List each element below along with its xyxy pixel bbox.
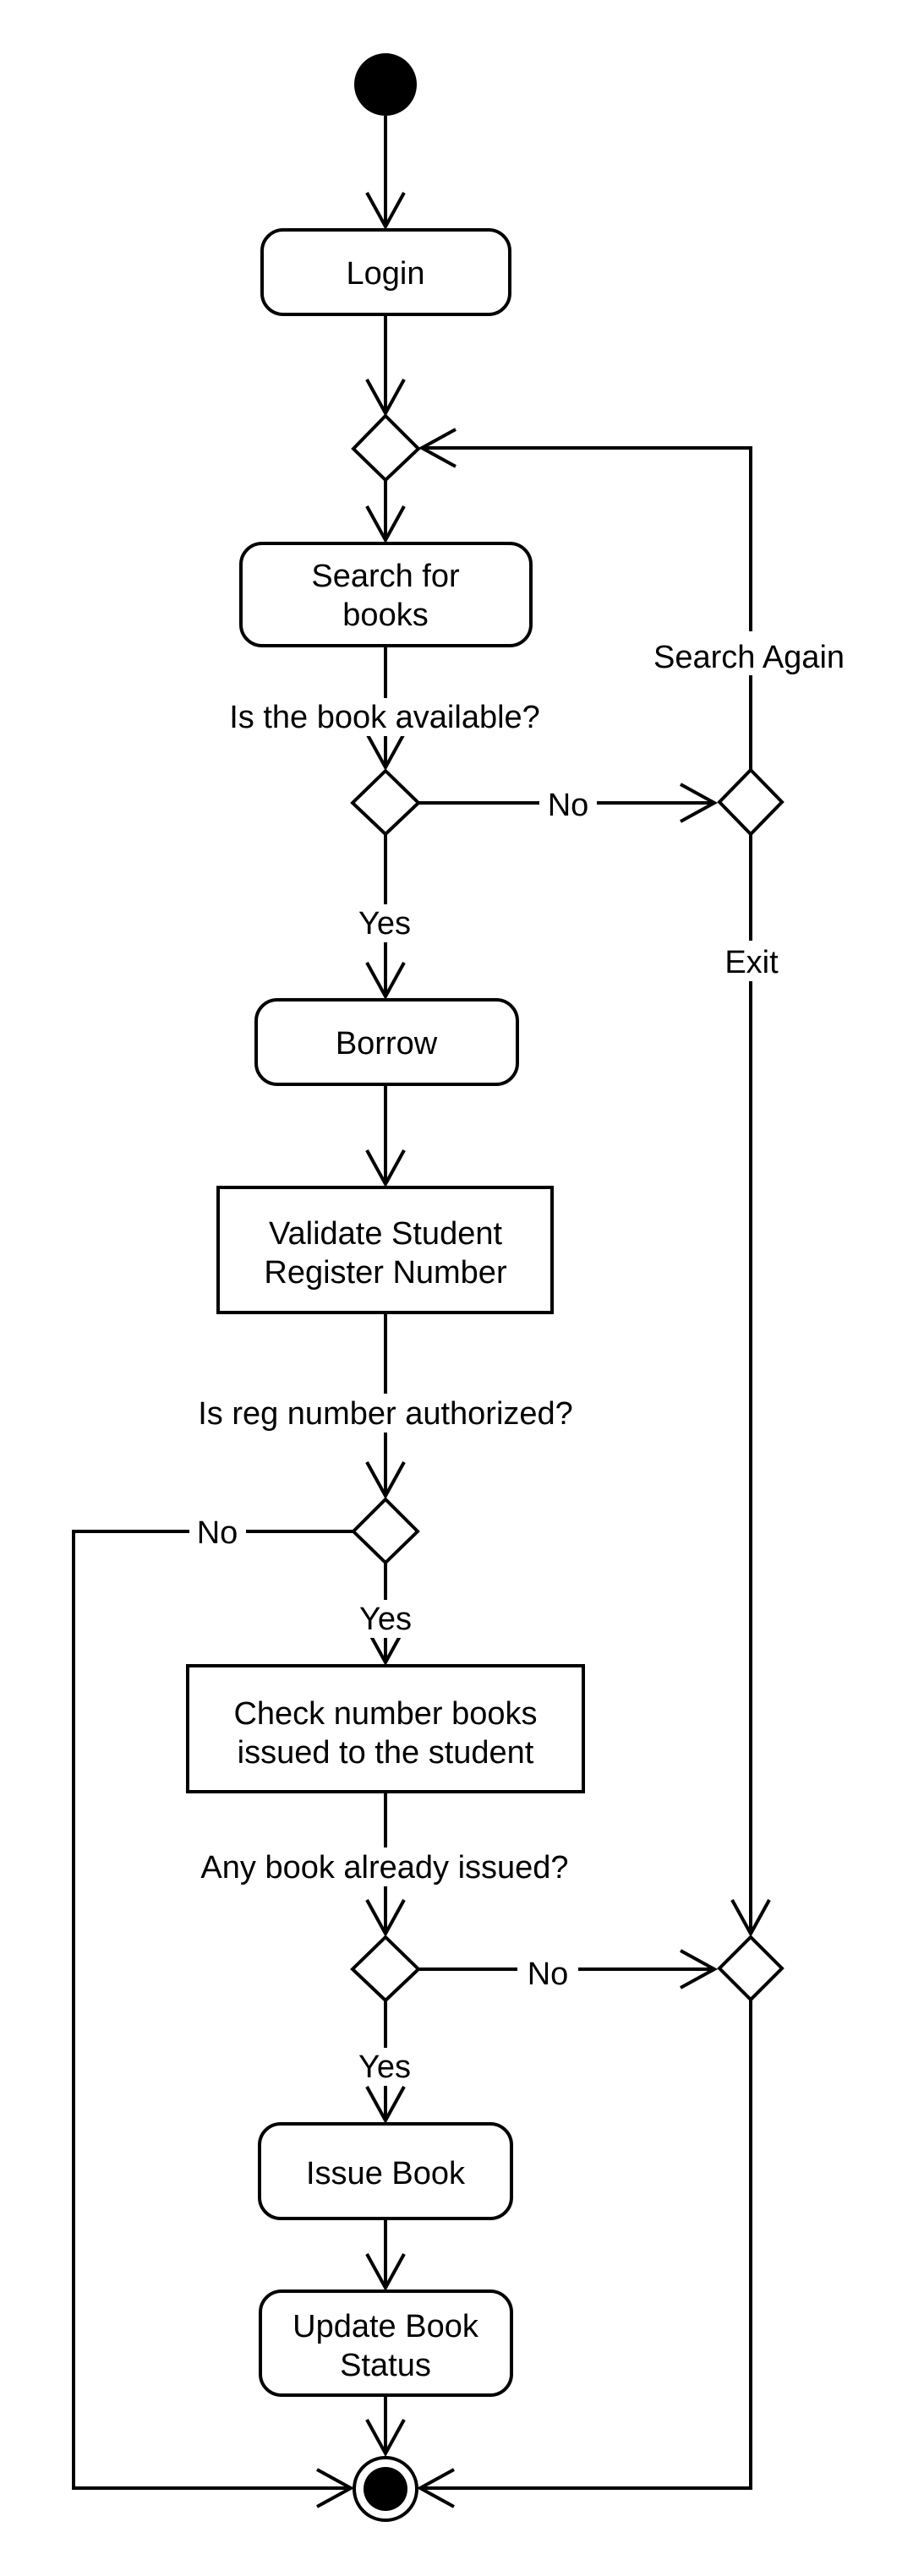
edge-label-authorized-no: No xyxy=(197,1515,238,1551)
issue-book-label: Issue Book xyxy=(306,2156,466,2191)
update-book-status-label-line1: Update Book xyxy=(293,2309,479,2344)
exit-merge-diamond xyxy=(717,1935,785,2002)
edge-labels: Is the book available? No Yes Search Aga… xyxy=(197,640,845,2085)
node-labels: Login Search for books Borrow Validate S… xyxy=(233,256,537,2383)
label-bg-authorized-yes xyxy=(353,1600,418,1638)
edge-borrow-to-validate xyxy=(365,1084,406,1188)
update-book-status-label-line2: Status xyxy=(340,2348,431,2383)
validate-student-label-line1: Validate Student xyxy=(269,1216,502,1252)
edge-login-to-merge xyxy=(365,314,406,418)
edge-label-any-book-issued: Any book already issued? xyxy=(200,1850,568,1886)
label-bg-issued-no xyxy=(517,1955,578,1993)
check-books-process xyxy=(186,1664,585,1793)
label-bg-available-yes xyxy=(353,904,418,942)
login-action xyxy=(260,228,511,316)
final-node-inner xyxy=(364,2467,407,2511)
edge-label-available-no: No xyxy=(548,788,589,823)
edge-exit xyxy=(730,834,771,1938)
label-bg-authorized-no xyxy=(189,1515,246,1552)
edge-exit-to-final xyxy=(416,2000,752,2508)
validate-student-label-line2: Register Number xyxy=(264,1255,507,1291)
label-bg-exit xyxy=(716,941,787,981)
label-bg-any-book-issued xyxy=(183,1847,587,1886)
issue-book-action xyxy=(258,2122,513,2220)
edge-label-exit: Exit xyxy=(724,945,779,980)
edge-label-issued-yes: Yes xyxy=(358,2049,411,2085)
validate-student-process xyxy=(216,1186,554,1314)
label-bg-issued-yes xyxy=(353,2048,418,2086)
check-books-label-line1: Check number books xyxy=(233,1696,537,1732)
login-label: Login xyxy=(347,256,425,292)
authorized-decision-diamond xyxy=(351,1497,420,1565)
edge-label-available-yes: Yes xyxy=(358,906,411,941)
search-for-books-label-line2: books xyxy=(342,598,428,633)
edge-update-to-final xyxy=(365,2395,406,2458)
label-bg-search-again xyxy=(639,631,860,675)
label-bg-is-reg-authorized xyxy=(180,1394,591,1433)
edge-label-is-book-available: Is the book available? xyxy=(229,700,540,735)
check-books-label-line2: issued to the student xyxy=(238,1735,534,1771)
label-bg-is-book-available xyxy=(213,698,556,736)
edge-merge-to-search xyxy=(365,479,406,544)
edge-initial-to-login xyxy=(365,116,406,231)
edge-label-is-reg-authorized: Is reg number authorized? xyxy=(198,1396,573,1432)
label-bg-available-no xyxy=(539,787,597,824)
borrow-action xyxy=(254,998,519,1086)
update-book-status-action xyxy=(259,2289,513,2397)
issued-decision-diamond xyxy=(350,1935,421,2003)
nodes xyxy=(186,53,785,2522)
merge-diamond xyxy=(351,413,421,483)
initial-node xyxy=(354,53,417,116)
edge-label-issued-no: No xyxy=(528,1957,569,1992)
edge-issue-to-update xyxy=(365,2219,406,2292)
search-again-decision-diamond xyxy=(717,767,785,837)
available-decision-diamond xyxy=(350,768,421,837)
edge-label-search-again: Search Again xyxy=(653,640,845,675)
edge-label-backgrounds xyxy=(180,631,860,2086)
search-for-books-action xyxy=(239,542,533,647)
edge-label-authorized-yes: Yes xyxy=(359,1602,412,1637)
borrow-label: Borrow xyxy=(336,1026,438,1062)
search-for-books-label-line1: Search for xyxy=(311,559,460,594)
